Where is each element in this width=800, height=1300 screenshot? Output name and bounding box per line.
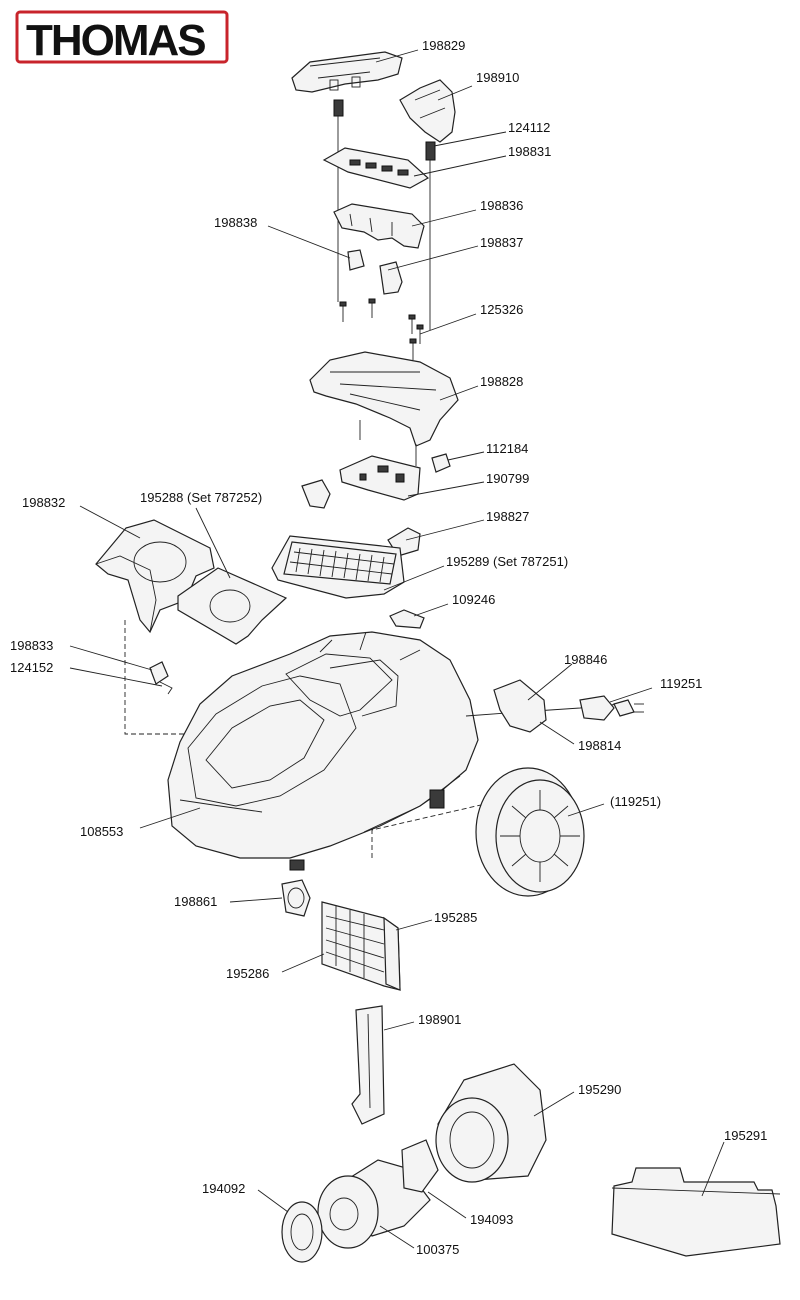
label-195289: 195289 (Set 787251)	[446, 554, 568, 569]
part-cord-plug	[465, 679, 644, 733]
label-198838: 198838	[214, 215, 257, 230]
logo-text: THOMAS	[26, 16, 205, 65]
leader-lines	[69, 49, 725, 1249]
part-clip	[149, 661, 173, 695]
label-198831: 198831	[508, 144, 551, 159]
label-109246: 109246	[452, 592, 495, 607]
label-198836: 198836	[480, 198, 523, 213]
label-195286: 195286	[226, 966, 269, 981]
label-198901: 198901	[418, 1012, 461, 1027]
part-top-cover	[291, 51, 403, 93]
label-195290: 195290	[578, 1082, 621, 1097]
label-198832: 198832	[22, 495, 65, 510]
label-100375: 100375	[416, 1242, 459, 1257]
part-springs	[333, 99, 436, 330]
part-main-body	[167, 631, 521, 871]
label-119251: 119251	[660, 676, 702, 691]
part-exhaust-filter	[321, 901, 401, 991]
label-198827: 198827	[486, 509, 529, 524]
part-motor-ring	[281, 1201, 323, 1263]
part-bag-holder	[95, 519, 215, 634]
part-button-panel	[322, 147, 430, 189]
part-small-cover	[389, 609, 425, 629]
label-195285: 195285	[434, 910, 477, 925]
part-cord-reel	[475, 767, 585, 897]
part-small-buttons	[347, 249, 403, 295]
label-198837: 198837	[480, 235, 523, 250]
part-handle-cover	[399, 79, 456, 143]
part-labels: 198829 198910 124112 198831 198836 19883…	[10, 38, 767, 1257]
part-motor-foam	[435, 1063, 547, 1183]
label-198833: 198833	[10, 638, 53, 653]
logo-frame	[15, 10, 229, 64]
label-108553: 108553	[80, 824, 123, 839]
label-124112: 124112	[508, 120, 550, 135]
label-198829: 198829	[422, 38, 465, 53]
label-195288: 195288 (Set 787252)	[140, 490, 262, 505]
part-circuit-board	[339, 455, 421, 501]
thomas-logo: THOMAS	[15, 10, 229, 65]
part-upper-frame	[309, 351, 459, 466]
label-119251-reel: (119251)	[610, 794, 661, 809]
part-foam-pad	[611, 1167, 781, 1257]
label-124152: 124152	[10, 660, 53, 675]
part-hepa-filter	[271, 535, 405, 599]
part-motor	[317, 1139, 439, 1249]
part-bag	[177, 567, 288, 645]
label-198846: 198846	[564, 652, 607, 667]
label-198814: 198814	[578, 738, 621, 753]
part-motor-bracket	[351, 1005, 385, 1125]
part-bracket	[333, 203, 425, 249]
part-screws	[339, 298, 424, 360]
label-198910: 198910	[476, 70, 519, 85]
label-195291: 195291	[724, 1128, 767, 1143]
label-194093: 194093	[470, 1212, 513, 1227]
part-exhaust-flap	[281, 879, 311, 917]
label-194092: 194092	[202, 1181, 245, 1196]
label-125326: 125326	[480, 302, 523, 317]
label-198828: 198828	[480, 374, 523, 389]
label-190799: 190799	[486, 471, 529, 486]
label-112184: 112184	[486, 441, 528, 456]
label-198861: 198861	[174, 894, 217, 909]
part-switch	[431, 453, 451, 473]
